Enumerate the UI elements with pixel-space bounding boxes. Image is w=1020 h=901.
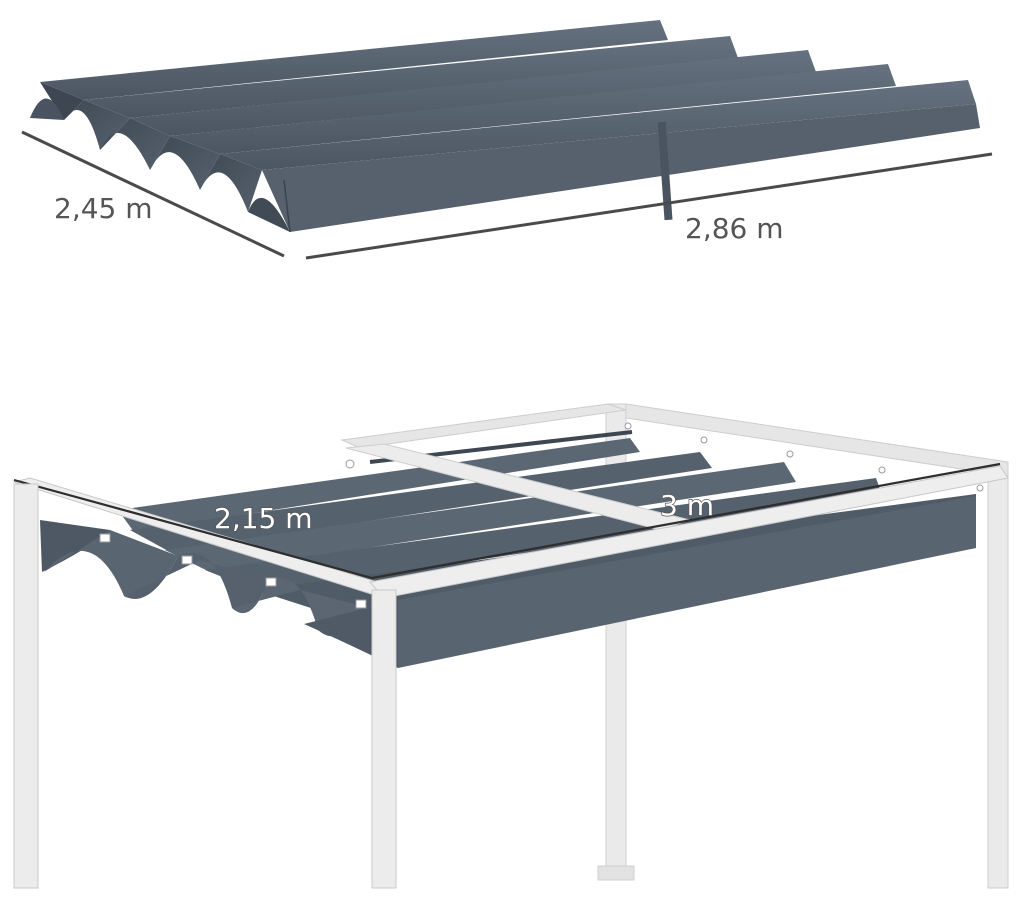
front-center-post [371,589,397,889]
canopy-fold [150,64,896,190]
roller-brackets [99,422,984,609]
canopy-fold [100,50,816,170]
canopy-fold [30,20,668,120]
canopy-fold [64,36,738,150]
canopy-panel [30,20,980,233]
pergola-width-label: 3 m [660,489,714,522]
canopy-width-label: 2,45 m [54,192,153,225]
canopy-fold [200,80,976,212]
pergola-canopy [40,438,976,668]
front-left-post [13,483,39,889]
middle-post-foot [597,865,635,881]
pergola-depth-label: 2,15 m [214,502,313,535]
canopy-strap [657,121,673,221]
canopy-front-flap [248,104,980,233]
canopy-dimension-lines [21,130,993,260]
canopy-length-label: 2,86 m [685,212,784,245]
back-right-post [987,467,1009,889]
pergola [12,403,1009,889]
middle-post [605,599,627,881]
